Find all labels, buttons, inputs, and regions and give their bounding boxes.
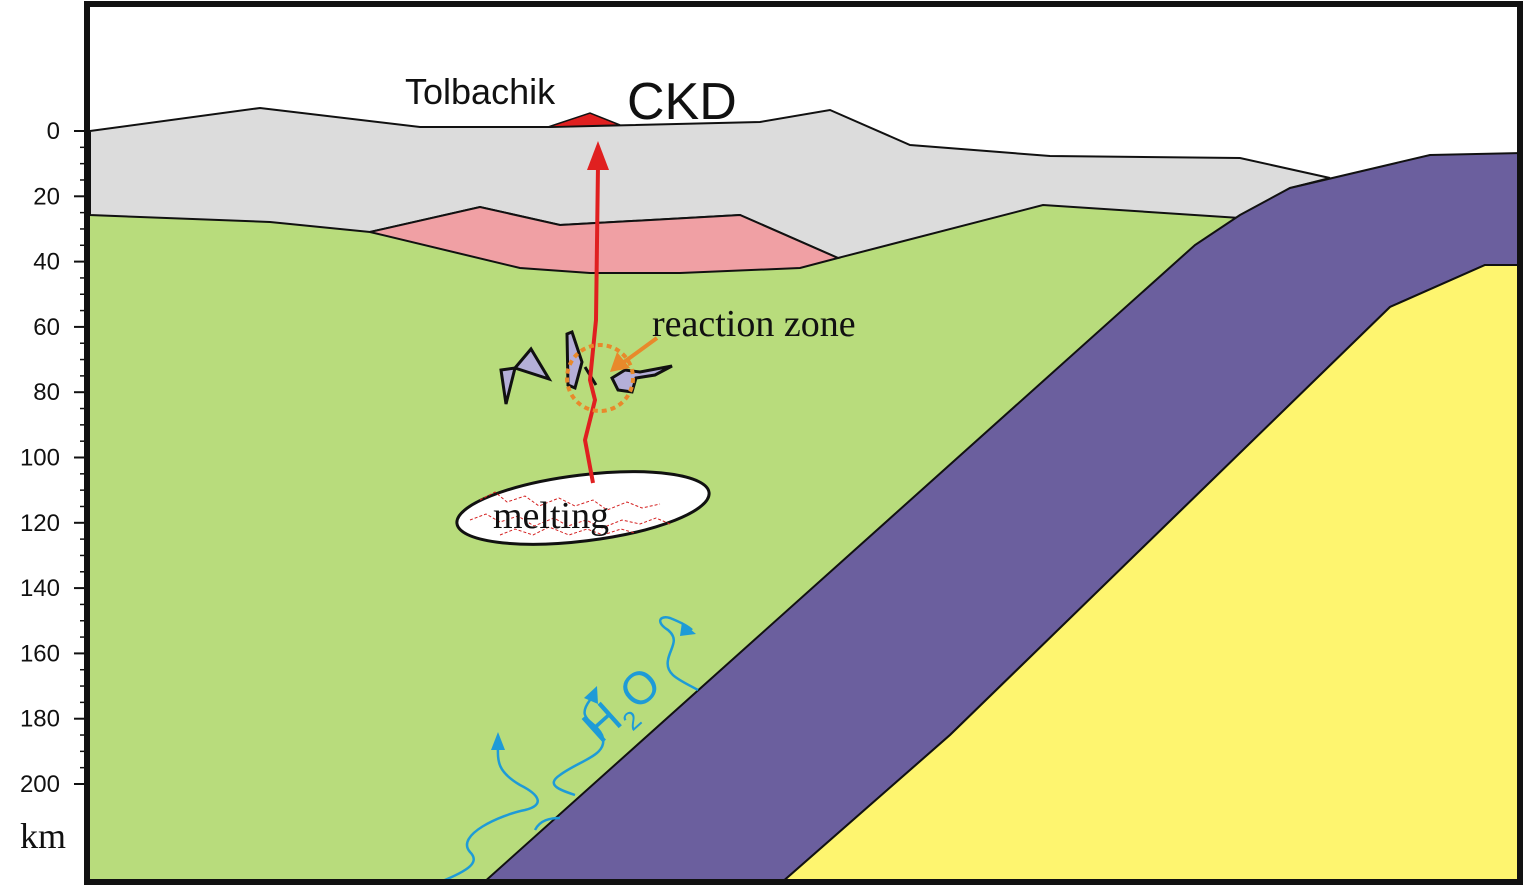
axis-tick-label: 20 <box>33 183 60 210</box>
frame-border <box>84 1 1523 885</box>
axis-tick-label: 200 <box>20 771 60 798</box>
arrowhead-icon <box>680 622 696 636</box>
lower-crust-body <box>369 205 842 274</box>
arrowhead-icon <box>584 686 598 704</box>
reaction-zone-circle <box>565 343 635 413</box>
melting-label: melting <box>493 495 609 537</box>
axis-tick-label: 40 <box>33 249 60 276</box>
reaction-zone-arrow <box>618 336 659 367</box>
arrowhead-icon <box>491 732 505 750</box>
magma-ascent-arrow <box>582 164 600 484</box>
depth-axis: 0 20 40 60 80 100 120 140 160 180 200 <box>20 118 86 798</box>
reaction-blobs <box>499 330 673 405</box>
arrowhead-icon <box>610 352 630 372</box>
axis-tick-label: 120 <box>20 510 60 537</box>
axis-tick-label: 60 <box>33 314 60 341</box>
reaction-zone-label: reaction zone <box>652 303 856 345</box>
volcano-label: Tolbachik <box>405 71 556 112</box>
axis-tick-label: 100 <box>20 445 60 472</box>
axis-tick-label: 0 <box>47 118 60 145</box>
melting-zone <box>455 470 711 546</box>
mantle-wedge <box>90 205 1240 884</box>
axis-tick-label: 160 <box>20 640 60 667</box>
arrowhead-icon <box>587 141 609 170</box>
region-label: CKD <box>627 73 737 131</box>
axis-tick-label: 180 <box>20 706 60 733</box>
axis-unit-label: km <box>20 816 66 856</box>
axis-tick-label: 80 <box>33 379 60 406</box>
axis-tick-label: 140 <box>20 575 60 602</box>
water-flux-arrows <box>439 616 699 884</box>
volcano-icon <box>547 112 621 128</box>
